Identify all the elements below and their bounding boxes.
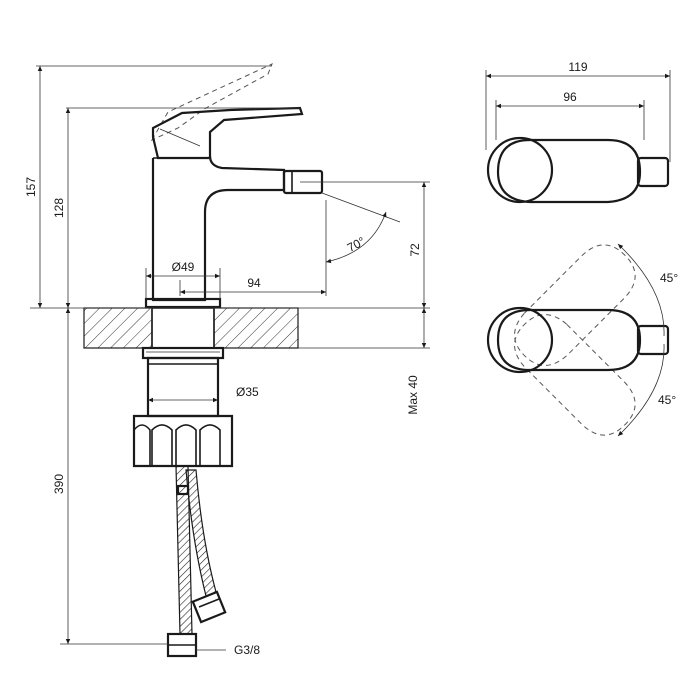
dim-hose-thread: G3/8	[234, 643, 260, 657]
lever-top	[496, 138, 642, 204]
shank-body	[146, 356, 220, 418]
countertop-left	[83, 307, 153, 349]
dim-base-diameter: Ø49	[172, 260, 195, 274]
dim-rotation-upper: 45°	[660, 271, 678, 285]
lock-washer	[141, 346, 225, 360]
nozzle-lower	[636, 324, 670, 356]
lever-lower	[496, 308, 642, 372]
dim-overall-height: 157	[24, 177, 38, 197]
dim-rotation-lower: 45°	[658, 393, 676, 407]
top-view-upper: 119 96	[485, 60, 671, 204]
nozzle-top	[636, 156, 670, 188]
dim-spout-height: 128	[52, 198, 66, 218]
hose-fitting-left	[166, 632, 198, 658]
countertop-right	[213, 307, 299, 349]
lever-ghost-outline	[150, 63, 273, 142]
top-view-lower: 45° 45°	[486, 243, 678, 437]
faucet-body	[151, 155, 286, 302]
shank-through-countertop	[151, 307, 215, 349]
dim-nozzle-angle: 70°	[345, 234, 368, 255]
dim-top-body-width: 96	[563, 90, 577, 104]
dim-shank-diameter: Ø35	[236, 385, 259, 399]
base-ring	[144, 297, 222, 309]
fixing-nut	[132, 414, 234, 468]
lever-edge	[159, 128, 201, 147]
dim-top-total-width: 119	[568, 60, 587, 74]
hose-fitting-right	[191, 590, 227, 624]
side-view: 157 128 390 72 Max 40 Ø49 94 70° Ø35 G3/…	[24, 63, 430, 658]
dim-spout-reach: 94	[247, 276, 261, 290]
dim-max-countertop: Max 40	[406, 375, 420, 415]
lever-ghost-upper	[514, 244, 636, 366]
base-circle-top	[486, 136, 554, 204]
dim-hose-length: 390	[52, 474, 66, 494]
lever	[151, 106, 304, 160]
lever-ghost-lower	[514, 314, 636, 436]
base-circle-lower	[486, 306, 554, 374]
hose-ferrule	[176, 484, 190, 496]
dim-spout-center-height: 72	[408, 243, 422, 257]
